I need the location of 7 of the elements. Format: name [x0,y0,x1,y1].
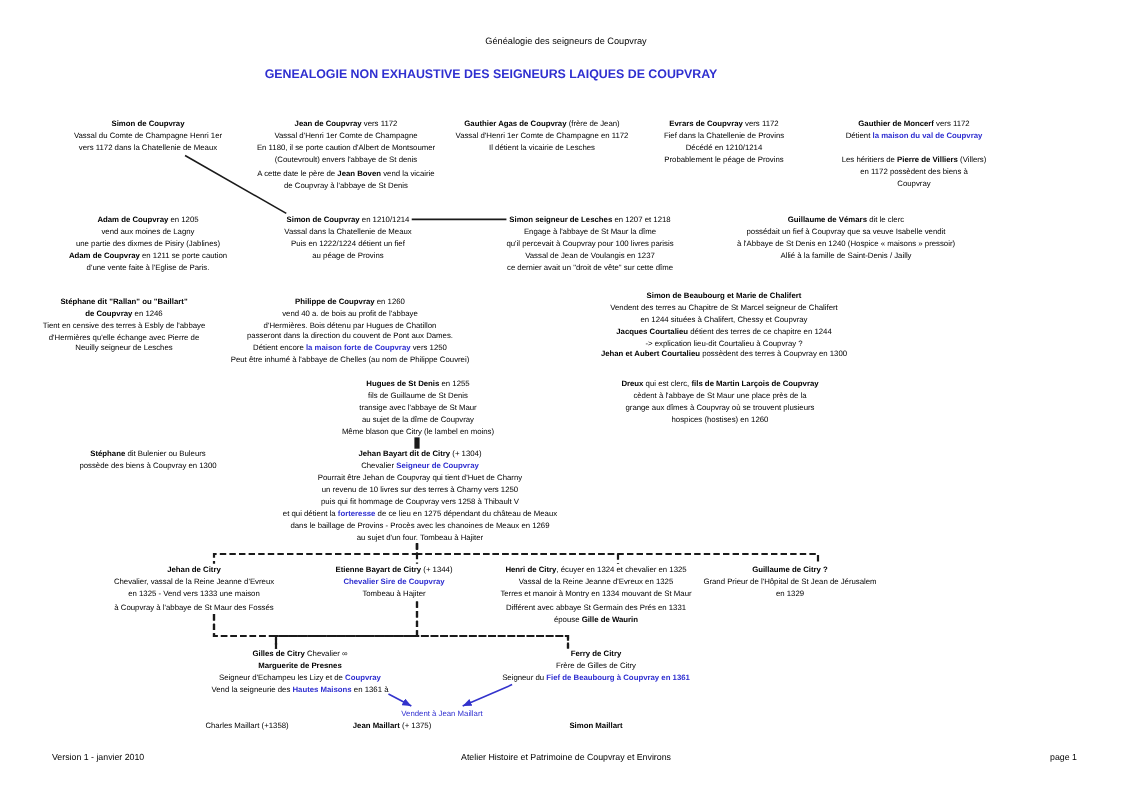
connector-line [410,218,508,221]
dashed-connector [415,601,570,649]
dashed-connector [415,543,820,564]
arrow [461,683,513,707]
connector-line [184,154,288,215]
arrow [387,693,413,707]
connector-line [414,437,420,449]
